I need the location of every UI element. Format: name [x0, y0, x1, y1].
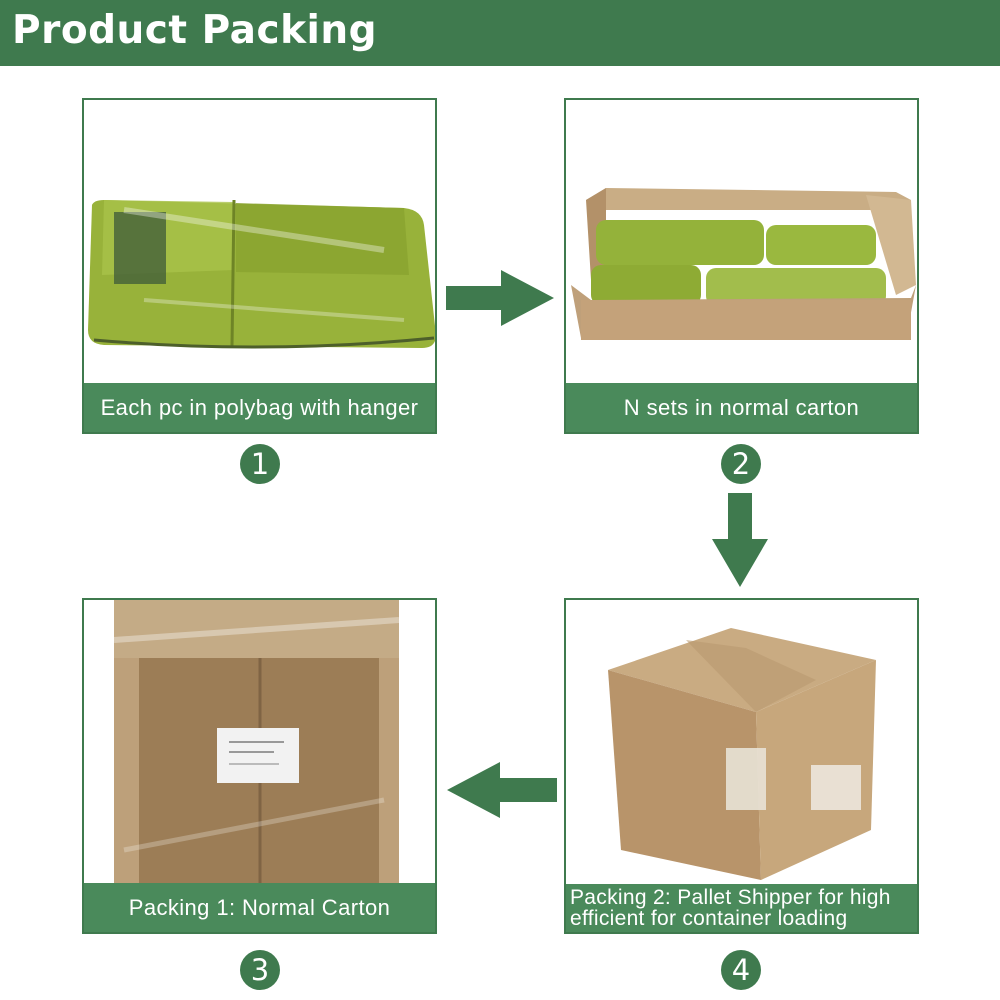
- arrow-left-icon: [447, 762, 557, 818]
- step-1-badge: 1: [240, 444, 280, 484]
- header-bar: Product Packing: [0, 0, 1000, 66]
- carton-photo: [566, 100, 917, 385]
- step-4-badge: 4: [721, 950, 761, 990]
- arrow-down-icon: [712, 493, 768, 587]
- page-title: Product Packing: [12, 8, 378, 53]
- step-3-badge: 3: [240, 950, 280, 990]
- step-3-panel: Packing 1: Normal Carton: [82, 598, 437, 934]
- step-2-caption: N sets in normal carton: [566, 383, 917, 432]
- step-2-panel: N sets in normal carton: [564, 98, 919, 434]
- pallet-shipper-photo: [566, 600, 917, 890]
- step-4-caption: Packing 2: Pallet Shipper for high effic…: [566, 884, 917, 932]
- step-4-caption-line-2: efficient for container loading: [570, 907, 848, 930]
- step-4-panel: Packing 2: Pallet Shipper for high effic…: [564, 598, 919, 934]
- polybag-photo: [84, 100, 435, 385]
- step-4-caption-line-1: Packing 2: Pallet Shipper for high: [570, 886, 891, 909]
- step-2-badge: 2: [721, 444, 761, 484]
- arrow-right-icon: [446, 270, 554, 326]
- step-1-panel: Each pc in polybag with hanger: [82, 98, 437, 434]
- step-1-caption: Each pc in polybag with hanger: [84, 383, 435, 432]
- step-3-caption: Packing 1: Normal Carton: [84, 883, 435, 932]
